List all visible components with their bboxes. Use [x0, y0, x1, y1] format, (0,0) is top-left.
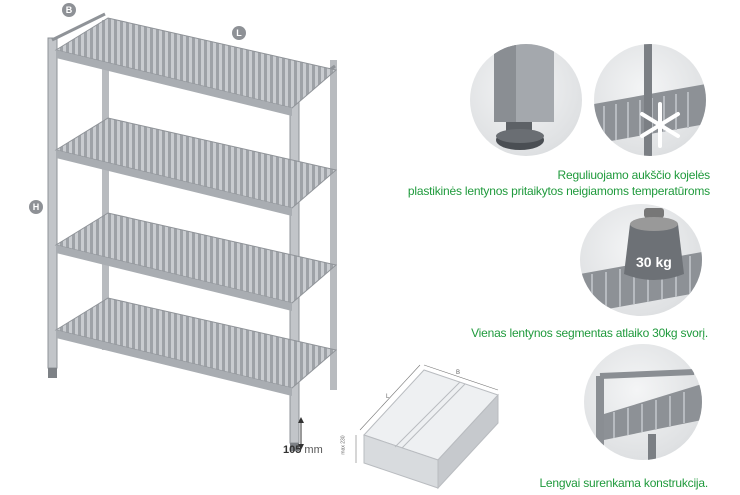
- badge-b: B: [62, 3, 76, 17]
- shelf-3: [54, 212, 338, 311]
- detail-circle-leg: [470, 44, 582, 156]
- badge-l: L: [232, 26, 246, 40]
- weight-label: 30 kg: [636, 254, 672, 270]
- detail-circle-weight: 30 kg: [580, 204, 702, 316]
- snowflake-icon: [640, 102, 680, 148]
- foot-height-label: 105 mm: [283, 444, 323, 456]
- caption-legs: Reguliuojamo aukščio kojelės: [557, 168, 711, 182]
- caption-assembly: Lengvai surenkama konstrukcija.: [539, 476, 708, 490]
- shelf-1: [54, 17, 338, 116]
- rack-drawing: [47, 12, 338, 451]
- caption-temperature: plastikinės lentynos pritaikytos neigiam…: [407, 184, 710, 198]
- weight-icon: [624, 208, 684, 280]
- box-dimension-drawing: B L max 230: [340, 360, 510, 490]
- badge-h: H: [29, 200, 43, 214]
- box-dim-l: L: [386, 394, 390, 400]
- detail-circle-assembly: [584, 344, 702, 460]
- box-dim-b: B: [456, 370, 461, 376]
- box-dim-maxh: max 230: [340, 435, 347, 455]
- caption-weight: Vienas lentynos segmentas atlaiko 30kg s…: [471, 326, 708, 340]
- detail-circle-frost: [594, 44, 706, 156]
- shelf-4: [54, 297, 338, 396]
- shelf-2: [54, 117, 338, 216]
- shelving-rack-illustration: [30, 0, 350, 460]
